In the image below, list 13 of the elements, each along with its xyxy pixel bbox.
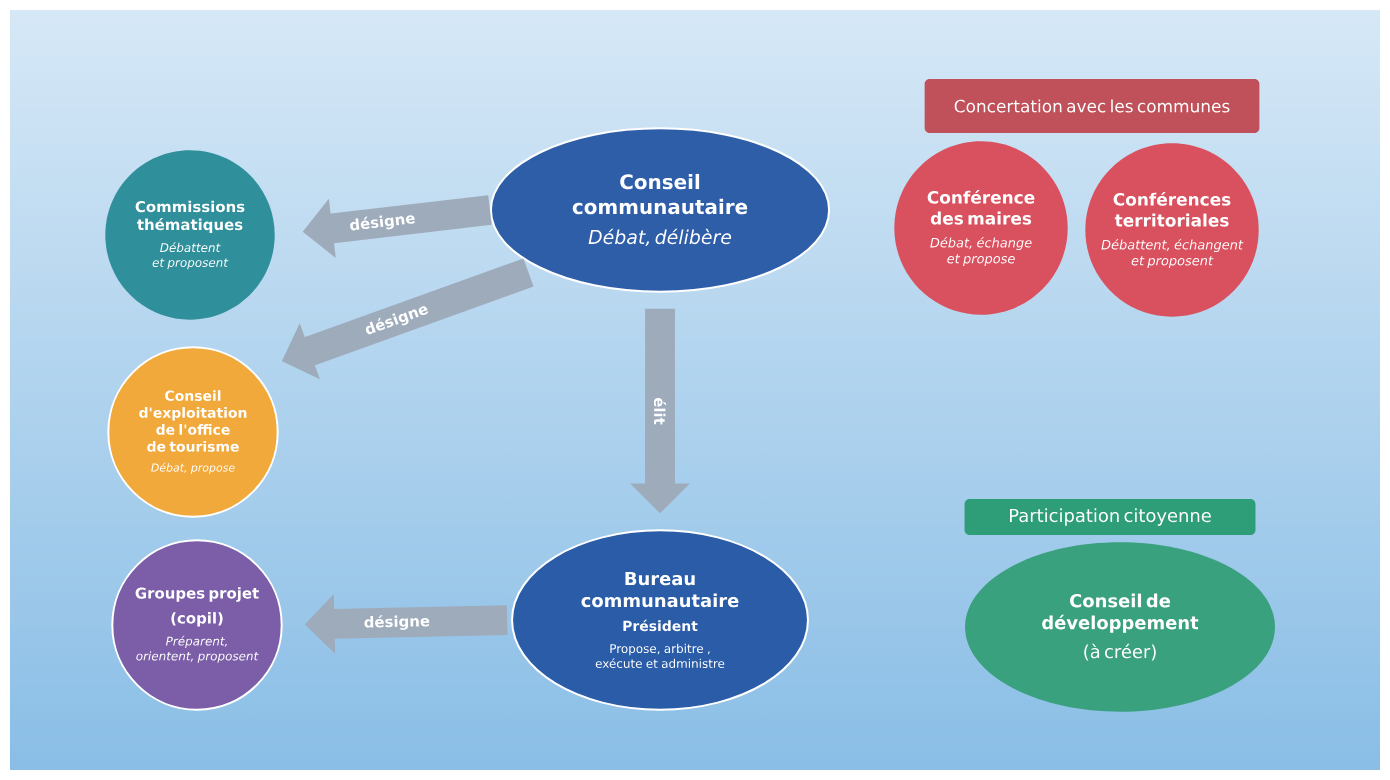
edge-label: élit — [653, 397, 667, 425]
circle-node: Conférences territoriales Débattent, échangent et proposent — [1085, 143, 1259, 317]
circle-node: Groupes projet (copil) Préparent, orientent, proposent — [111, 539, 283, 711]
heading-box: Participation citoyenne — [964, 499, 1256, 535]
ellipse-node: Conseil de développement (à créer) — [965, 542, 1275, 712]
circle-node: Conférence des maires Débat, échange et propose — [894, 141, 1068, 315]
ellipse-node: Bureau communautaire Président Propose, arbitre , exécute et administre — [511, 529, 809, 711]
circle-node: Commissions thématiques Débattent et proposent — [105, 150, 275, 320]
edge-label: désigne — [350, 215, 415, 231]
ellipse-node: Conseil communautaire Débat, délibère — [489, 127, 831, 293]
edge-label: désigne — [364, 615, 430, 630]
circle-node: Conseil d'exploitation de l'office de tourisme Débat, propose — [107, 346, 279, 518]
heading-box: Concertation avec les communes — [924, 79, 1260, 133]
